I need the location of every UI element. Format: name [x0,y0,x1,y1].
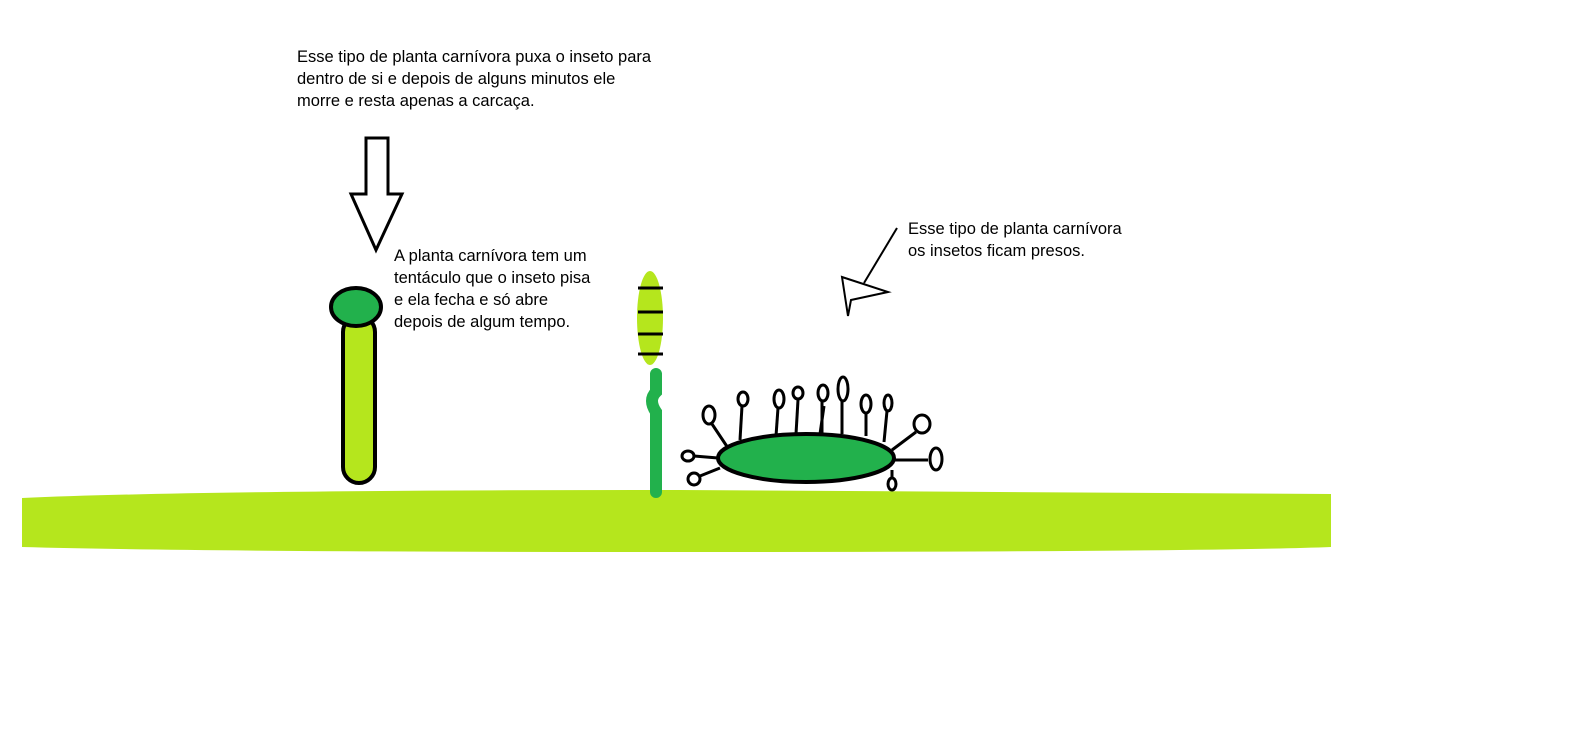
annotation-line: os insetos ficam presos. [908,240,1122,262]
annotation-line: e ela fecha e só abre [394,289,590,311]
pointer-arrow-icon [842,228,897,316]
annotation-middle: A planta carnívora tem um tentáculo que … [394,245,590,333]
ground [22,490,1331,552]
sundew-plant [682,377,942,490]
annotation-line: tentáculo que o inseto pisa [394,267,590,289]
striped-plant [637,271,663,492]
annotation-line: Esse tipo de planta carnívora puxa o ins… [297,46,651,68]
pitcher-plant-stem [343,316,375,483]
pitcher-plant [331,288,381,483]
annotation-top: Esse tipo de planta carnívora puxa o ins… [297,46,651,112]
down-arrow-icon [351,138,402,250]
striped-plant-stem [652,374,656,492]
sundew-pad [718,434,894,482]
striped-plant-leaf [637,271,663,365]
pitcher-plant-head [331,288,381,326]
annotation-line: A planta carnívora tem um [394,245,590,267]
annotation-right: Esse tipo de planta carnívora os insetos… [908,218,1122,262]
annotation-line: dentro de si e depois de alguns minutos … [297,68,651,90]
annotation-line: depois de algum tempo. [394,311,590,333]
annotation-line: morre e resta apenas a carcaça. [297,90,651,112]
annotation-line: Esse tipo de planta carnívora [908,218,1122,240]
